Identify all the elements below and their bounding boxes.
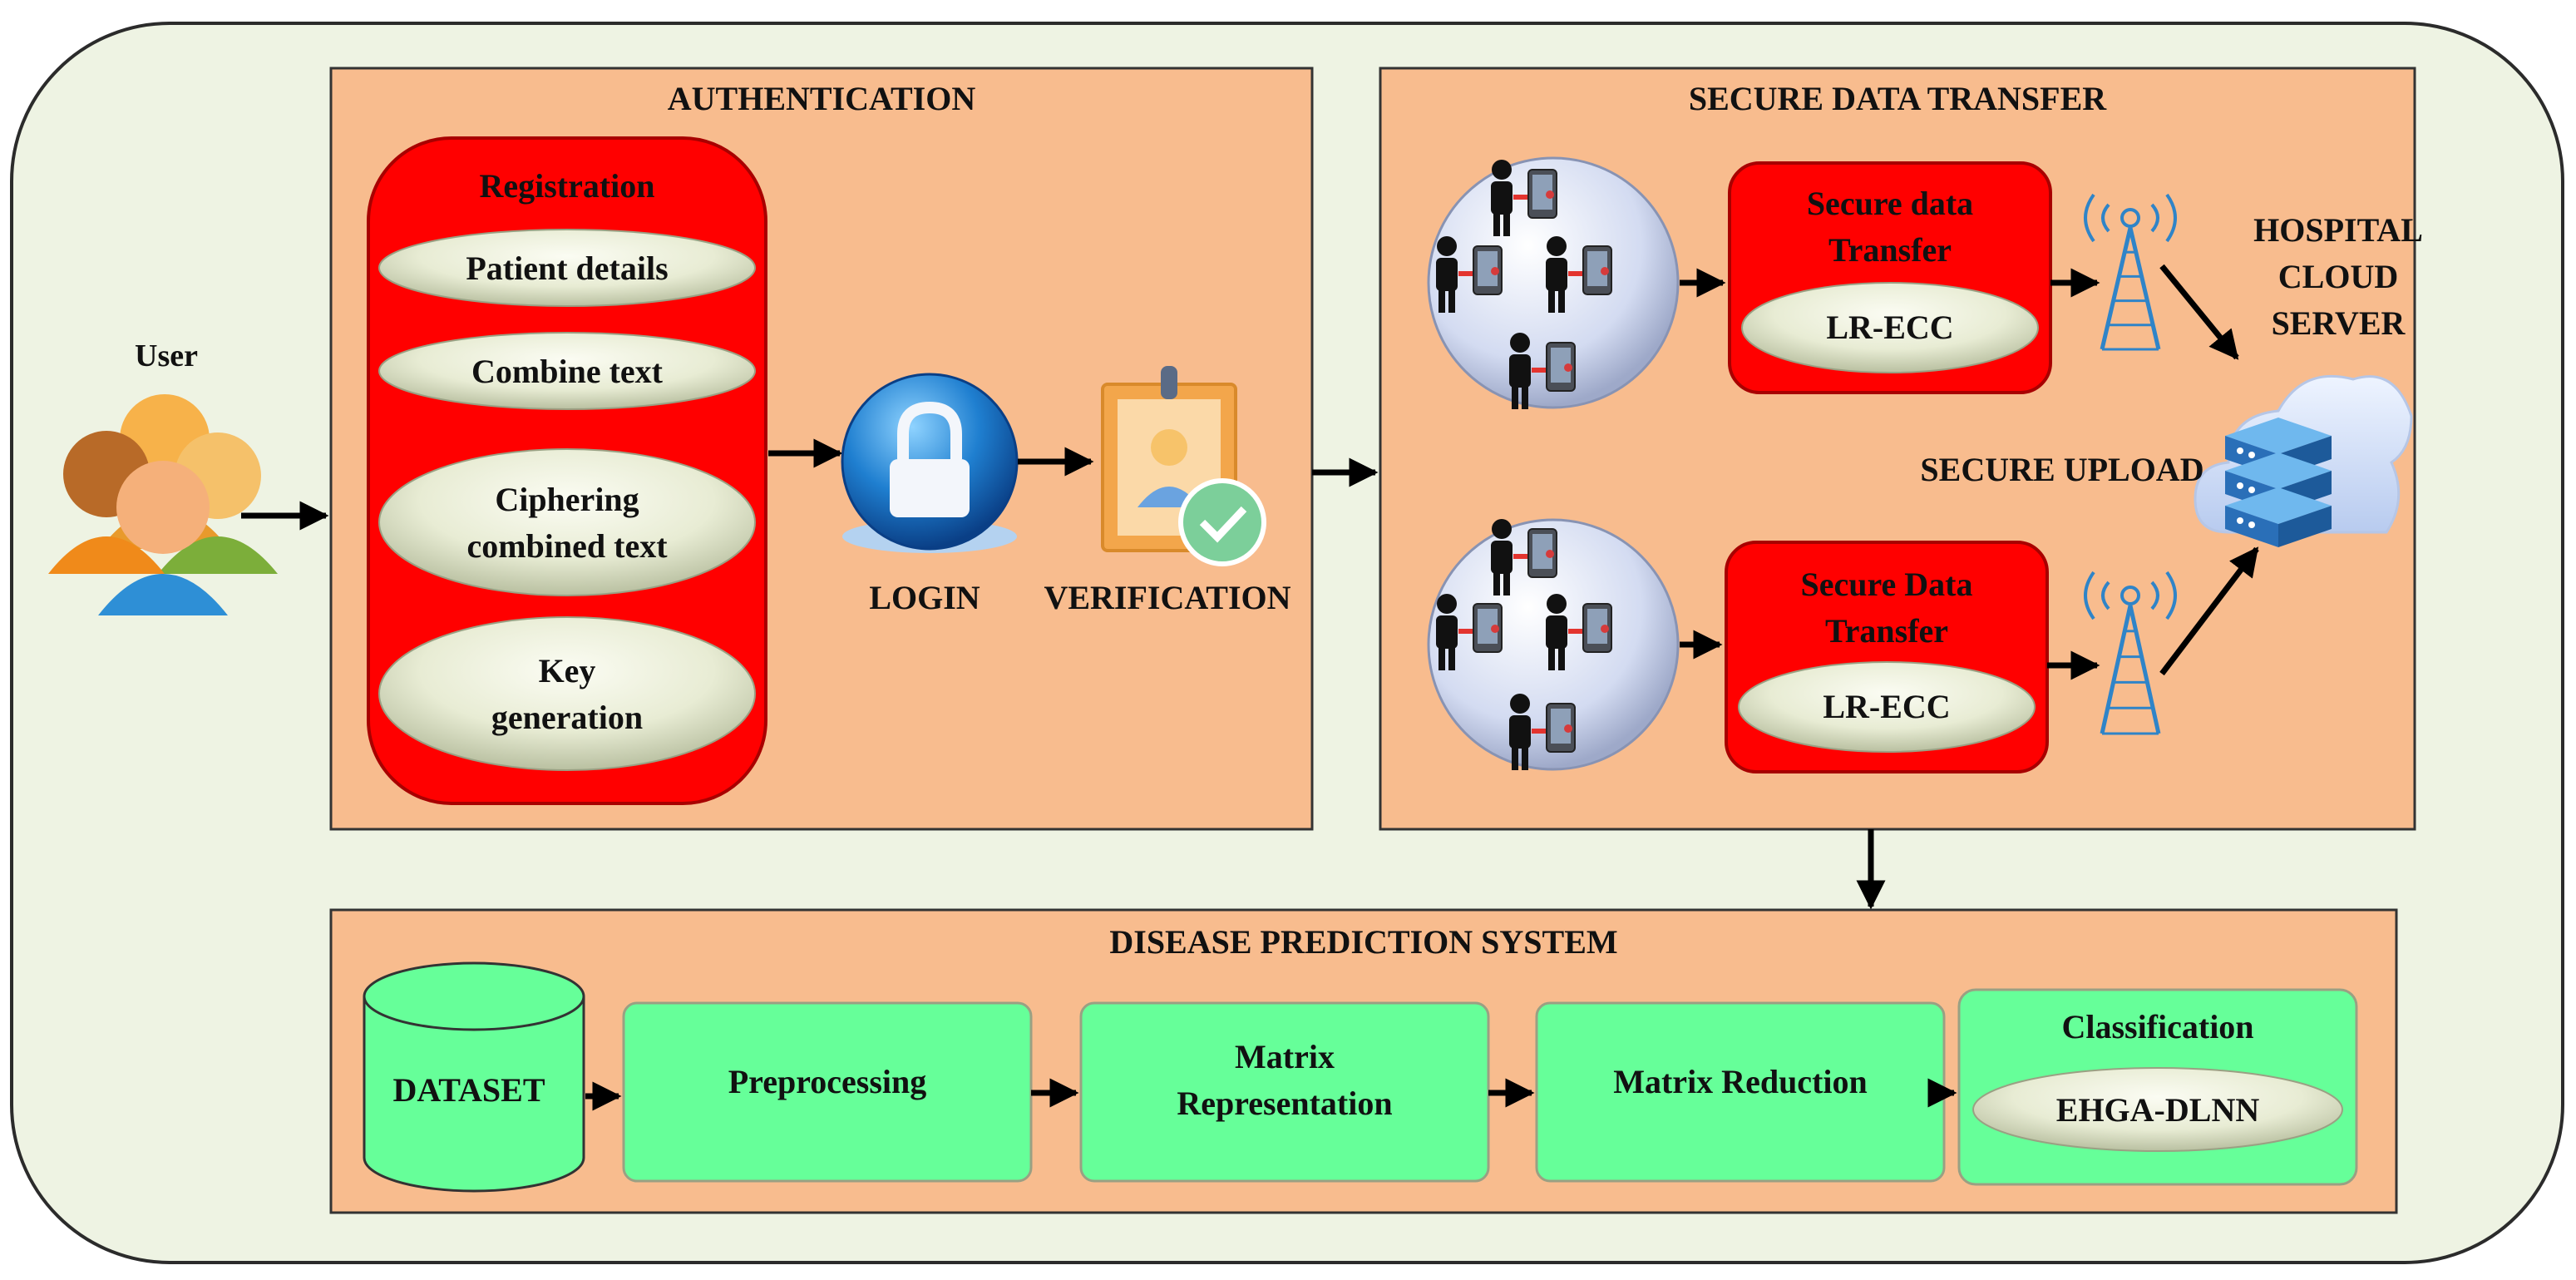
- upper-module-title-line-2: Transfer: [1828, 231, 1952, 269]
- cloud-server-icon: [2194, 374, 2413, 547]
- registration-step-text: Key: [539, 652, 596, 689]
- registration-step-oval: [378, 448, 756, 596]
- person-phone-icon: [1436, 594, 1503, 670]
- registration-step-1: Patient details: [378, 229, 756, 307]
- prediction-stage-3: Matrix Reduction: [1535, 1001, 1957, 1183]
- registration-step-oval: [378, 229, 756, 307]
- cloud-label-line-2: CLOUD: [2278, 258, 2398, 295]
- dataset-label: DATASET: [392, 1071, 545, 1109]
- user-label: User: [135, 339, 198, 373]
- lower-module-method: LR-ECC: [1823, 688, 1950, 725]
- antenna-tower-icon-upper: [2084, 193, 2177, 351]
- registration-step-2: Combine text: [378, 332, 756, 410]
- classification-title: Classification: [2061, 1008, 2253, 1045]
- authentication-title: AUTHENTICATION: [668, 80, 976, 117]
- login-label: LOGIN: [869, 579, 980, 616]
- registration-step-text: combined text: [466, 527, 668, 565]
- person-phone-icon: [1509, 694, 1576, 770]
- registration-step-text: Ciphering: [495, 481, 639, 518]
- secure-upload-label: SECURE UPLOAD: [1920, 451, 2203, 488]
- classification-method-oval: [1972, 1067, 2343, 1152]
- verification-badge-icon: [1101, 366, 1266, 566]
- arrow-tower-to-cloud-lower: [2159, 546, 2259, 676]
- users-devices-sphere-lower: [1427, 518, 1680, 771]
- antenna-tower-icon-lower: [2084, 571, 2177, 735]
- disease-prediction-title: DISEASE PREDICTION SYSTEM: [1109, 923, 1617, 961]
- user-group-icon: [48, 394, 278, 615]
- person-phone-icon: [1546, 594, 1612, 670]
- registration-step-text: generation: [491, 699, 643, 736]
- dataset-cylinder: [363, 961, 585, 1193]
- verification-label: VERIFICATION: [1044, 579, 1290, 616]
- prediction-stage-text: Matrix Reduction: [1613, 1063, 1868, 1100]
- prediction-stage-1: Preprocessing: [622, 1001, 1079, 1183]
- users-devices-sphere-upper: [1427, 156, 1680, 409]
- arrow-tower-to-cloud-upper: [2159, 264, 2239, 360]
- lower-module-title-line-2: Transfer: [1825, 612, 1948, 650]
- registration-step-text: Combine text: [471, 353, 664, 390]
- prediction-stage-text: Matrix: [1235, 1038, 1335, 1075]
- cloud-label-line-1: HOSPITAL: [2253, 211, 2423, 249]
- registration-title: Registration: [479, 167, 654, 205]
- registration-step-3: Ciphering combined text: [378, 448, 756, 596]
- upper-module-method-oval: [1741, 282, 2039, 373]
- lower-module-method-oval: [1738, 661, 2036, 753]
- cloud-label-line-3: SERVER: [2272, 304, 2406, 342]
- person-phone-icon: [1546, 236, 1612, 313]
- lower-module-title-line-1: Secure Data: [1801, 566, 1973, 603]
- upper-module-title-line-1: Secure data: [1807, 185, 1973, 222]
- registration-step-oval: [378, 616, 756, 771]
- registration-step-oval: [378, 332, 756, 410]
- prediction-stage-text: Representation: [1177, 1085, 1392, 1122]
- person-phone-icon: [1491, 160, 1557, 236]
- person-phone-icon: [1509, 333, 1576, 409]
- prediction-stage-text: Preprocessing: [728, 1063, 927, 1100]
- classification-method: EHGA-DLNN: [2056, 1091, 2260, 1129]
- secure-data-transfer-title: SECURE DATA TRANSFER: [1689, 80, 2107, 117]
- registration-step-text: Patient details: [466, 250, 668, 287]
- login-lock-icon: [841, 373, 1019, 553]
- registration-step-4: Key generation: [378, 616, 756, 771]
- upper-module-method: LR-ECC: [1826, 309, 1953, 346]
- person-phone-icon: [1436, 236, 1503, 313]
- person-phone-icon: [1491, 519, 1557, 596]
